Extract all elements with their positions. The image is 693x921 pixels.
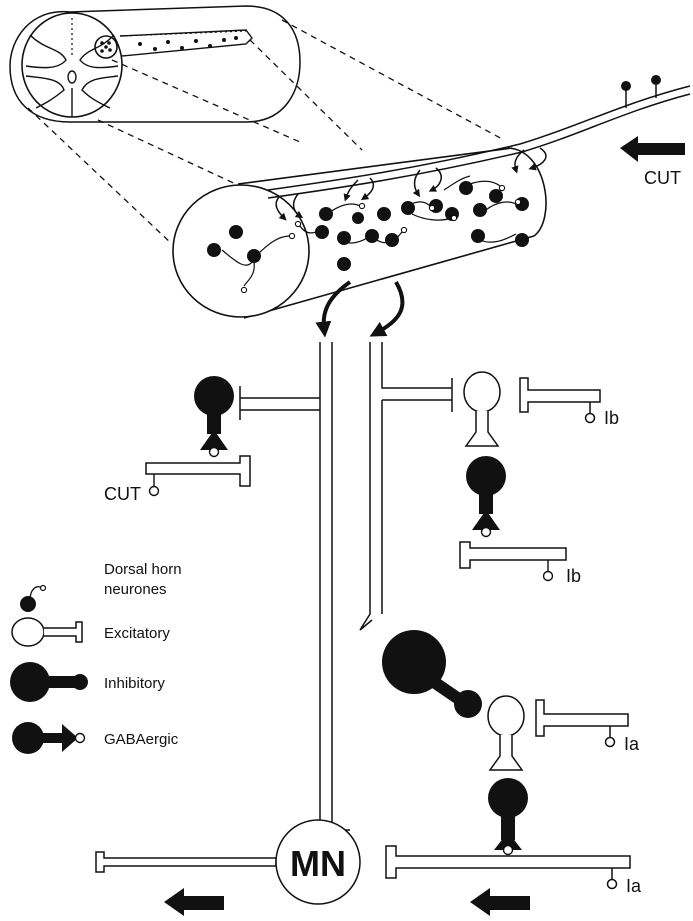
mn-label: MN [290,843,346,884]
legend-dorsal-horn-label-2: neurones [104,581,167,598]
cut-gabaergic-neurone-left [145,376,251,497]
afferent-terminal [621,81,631,91]
ia-gabaergic-neurone [488,778,528,856]
dorsal-horn-neurone [247,249,261,263]
ia-excitatory-neurone [487,695,629,771]
output-direction-arrows [164,888,530,916]
dorsal-horn-cylinder [172,147,547,319]
legend-excitatory-symbol [11,617,83,647]
dorsal-horn-neurone [229,225,243,239]
dorsal-horn-region [94,35,118,59]
input-arrows [275,147,547,221]
dorsal-horn-neurone [459,181,473,195]
dorsal-horn-neurone [207,243,221,257]
large-inhibitory-neurone [382,630,482,718]
ib-label-lower: Ib [566,566,581,586]
dorsal-horn-neurone [365,229,379,243]
dorsal-horn-neurone [471,229,485,243]
dorsal-horn-neurone [515,233,529,247]
legend-inhibitory-label: Inhibitory [104,675,165,692]
motoneurone [95,819,631,905]
output-arrows [315,280,405,338]
dorsal-horn-neurone [352,212,364,224]
dorsal-horn-neurone [473,203,487,217]
legend-dorsal-horn-symbol [20,584,47,612]
dorsal-horn-neurone [489,189,503,203]
dorsal-horn-neurones [207,181,529,271]
legend: Dorsal horn neurones Excitatory Inhibito… [10,561,182,754]
legend-gabaergic-label: GABAergic [104,731,179,748]
synaptic-terminals [240,184,522,294]
cut-label-left: CUT [104,484,141,504]
ia-label-lower: Ia [626,876,642,896]
legend-dorsal-horn-label: Dorsal horn [104,561,182,578]
dorsal-horn-neurone [385,233,399,247]
afferent-terminal [651,75,661,85]
cut-input-arrow [620,136,685,162]
dorsal-horn-neurone [377,207,391,221]
cut-label-top: CUT [644,168,681,188]
spinal-cord-inset [9,5,301,123]
dorsal-horn-neurone [401,201,415,215]
inset-cylinder-frame [9,5,301,123]
cut-afferent-fibre [267,84,691,199]
dorsal-horn-neurone [337,231,351,245]
left-descending-pathway [239,342,350,831]
legend-excitatory-label: Excitatory [104,625,170,642]
ib-gabaergic-neurone [459,456,567,582]
legend-inhibitory-symbol [10,662,88,702]
ia-label-upper: Ia [624,734,640,754]
dorsal-horn-neurone [337,257,351,271]
right-descending-pathway [359,342,453,631]
tract-tube [119,29,253,57]
dorsal-horn-neurone [319,207,333,221]
dorsal-horn-neurone [315,225,329,239]
ib-excitatory-neurone [463,371,601,447]
ib-label-upper: Ib [604,408,619,428]
grey-matter-outline [25,34,119,109]
legend-gabaergic-symbol [12,722,86,754]
projection-lines [27,19,505,245]
